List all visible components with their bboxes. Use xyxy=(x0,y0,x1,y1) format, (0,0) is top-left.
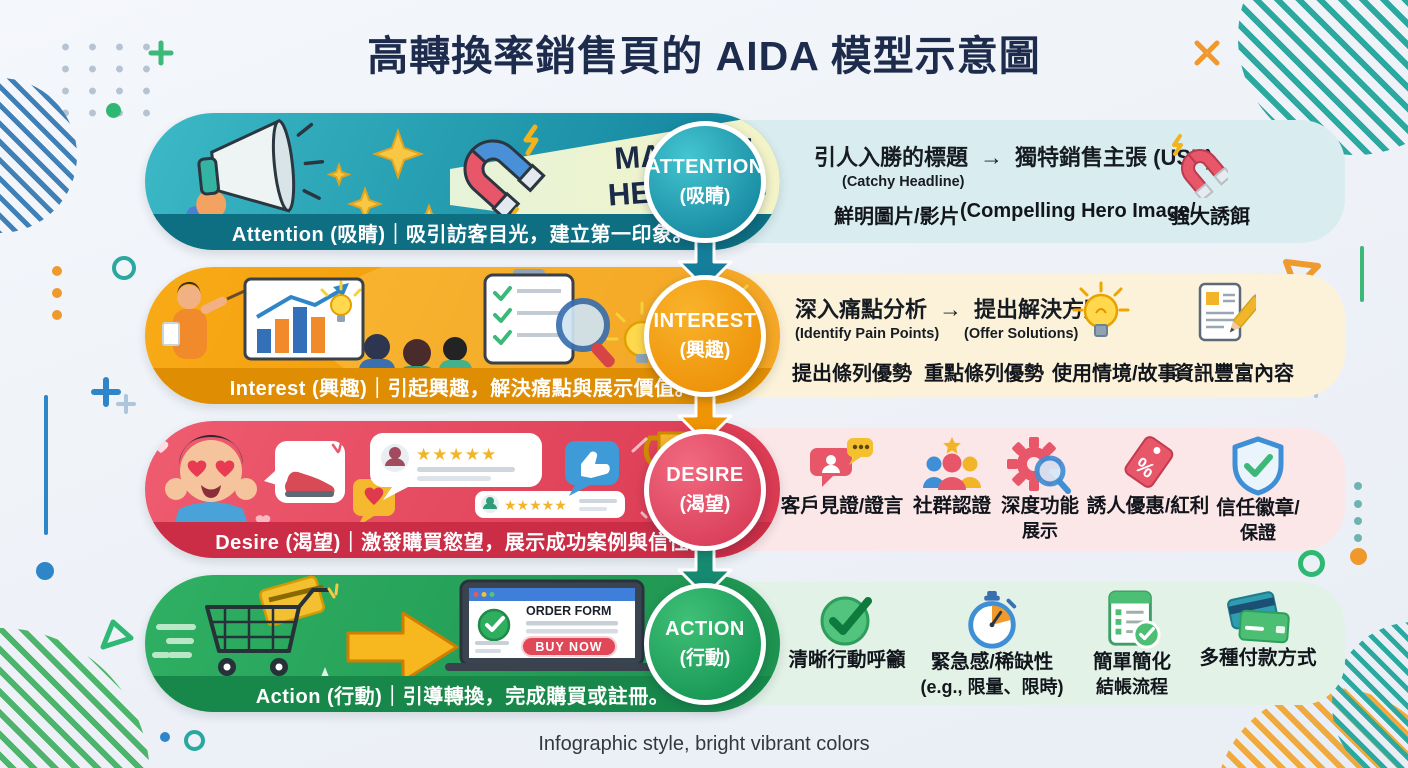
dot-decoration xyxy=(52,288,62,298)
footer-note: Infographic style, bright vibrant colors xyxy=(538,733,870,755)
action-col-payments: 多種付款方式 xyxy=(1194,590,1322,671)
checklist-magnifier xyxy=(483,269,615,368)
interest-stage-circle: INTEREST (興趣) xyxy=(644,275,766,397)
desire-col-trust-badges: 信任徽章/ 保證 xyxy=(1194,436,1322,545)
attention-stage-circle: ATTENTION (吸睛) xyxy=(644,121,766,243)
attention-item: (Compelling Hero Image/ xyxy=(960,200,1196,222)
magnet-icon xyxy=(1172,134,1228,198)
plus-icon xyxy=(116,394,136,414)
sparkle-icon xyxy=(1194,40,1220,66)
action-col-cta: 清晰行動呼籲 xyxy=(783,590,911,673)
dot-decoration xyxy=(1354,534,1362,542)
review-card: ★★★★★ xyxy=(475,491,625,518)
stage-name-en: INTEREST xyxy=(653,310,757,332)
action-col-urgency: 緊急感/稀缺性 (e.g., 限量、限時) xyxy=(921,590,1064,699)
dot-decoration xyxy=(160,732,170,742)
testimonial-bubbles-icon xyxy=(810,438,873,487)
svg-text:★★★★★: ★★★★★ xyxy=(504,497,567,513)
review-card: ★★★★★ xyxy=(370,433,542,500)
line-decoration xyxy=(44,395,48,535)
attention-item: 強大誘餌 xyxy=(1170,206,1250,228)
sparkle-lines xyxy=(631,437,648,519)
svg-text:★★★★★: ★★★★★ xyxy=(416,445,497,464)
interest-item: 資訊豐富內容 xyxy=(1174,363,1294,385)
desire-panel: 客戶見證/證言 社群認證 xyxy=(702,428,1345,551)
interest-sub-left: (Identify Pain Points) xyxy=(795,326,940,342)
dot-decoration xyxy=(52,266,62,276)
attention-headline: 引人入勝的標題→獨特銷售主張 (USP) xyxy=(814,144,1214,170)
attention-item: 鮮明圖片/影片 xyxy=(834,206,960,228)
desire-col-feature-demo: 深度功能 展示 xyxy=(976,436,1104,543)
gear-magnifier-icon xyxy=(1007,437,1071,494)
stage-name-zh: (吸睛) xyxy=(679,186,731,207)
percent-tag-icon: % xyxy=(1124,436,1174,488)
arrow-right-icon xyxy=(346,611,459,683)
people-group-icon xyxy=(923,437,981,490)
interest-headline: 深入痛點分析→提出解決方案 xyxy=(795,296,1107,322)
heart-eyes-man xyxy=(153,435,271,527)
attention-headline-sub: (Catchy Headline) xyxy=(842,174,965,190)
arrow-glyph: → xyxy=(980,144,1004,170)
interest-item: 提出條列優勢 xyxy=(792,363,912,385)
ring-decoration xyxy=(1298,550,1325,577)
action-col-checkout: 簡單簡化 結帳流程 xyxy=(1068,590,1196,699)
magnet-icon xyxy=(463,139,546,221)
arrow-glyph: → xyxy=(939,296,963,322)
desire-col-offers: % 誘人優惠/紅利 xyxy=(1084,436,1212,519)
product-bubble xyxy=(264,441,345,503)
lightning-bolt-icon xyxy=(523,124,539,156)
desire-band: ★★★★★ ★★★★★ xyxy=(145,421,780,558)
dot-decoration xyxy=(1354,517,1362,525)
laptop-order-form: ORDER FORM BUY NOW xyxy=(445,579,659,671)
page-title: 高轉換率銷售頁的 AIDA 模型示意圖 xyxy=(367,33,1041,79)
shield-check-icon xyxy=(1232,436,1284,496)
ring-decoration xyxy=(112,256,136,280)
stage-name-en: ACTION xyxy=(665,618,745,640)
desire-col-social-proof: 社群認證 xyxy=(888,436,1016,519)
interest-item: 重點條列優勢 xyxy=(924,363,1044,385)
action-illustration: ORDER FORM BUY NOW xyxy=(152,575,683,695)
desire-col-testimonials: 客戶見證/證言 xyxy=(778,436,906,519)
action-stage-circle: ACTION (行動) xyxy=(644,583,766,705)
ring-decoration xyxy=(184,730,205,751)
dot-decoration xyxy=(106,103,121,118)
stopwatch-icon xyxy=(968,590,1017,649)
interest-panel: 深入痛點分析→提出解決方案 (Identify Pain Points) (Of… xyxy=(702,274,1345,397)
whiteboard-chart xyxy=(243,277,365,361)
interest-sub-right: (Offer Solutions) xyxy=(964,326,1079,342)
lightbulb-icon xyxy=(1072,281,1130,337)
line-decoration xyxy=(1360,246,1364,302)
stage-name-en: ATTENTION xyxy=(646,156,764,178)
stage-name-zh: (興趣) xyxy=(679,340,731,361)
check-circle-icon xyxy=(820,596,872,646)
triangle-icon xyxy=(100,619,134,650)
speed-lines xyxy=(152,624,196,658)
stage-name-en: DESIRE xyxy=(666,464,744,486)
plus-icon xyxy=(91,377,121,407)
plus-icon xyxy=(148,40,174,66)
small-lightbulb-icon xyxy=(320,280,362,322)
credit-cards-icon xyxy=(1227,591,1290,644)
document-pencil-icon xyxy=(1198,282,1256,342)
dot-decoration xyxy=(1354,482,1362,490)
svg-text:ORDER FORM: ORDER FORM xyxy=(526,604,611,618)
action-panel: 清晰行動呼籲 緊急感/稀缺性 (e.g., 限量、限時) xyxy=(702,582,1345,705)
dot-decoration xyxy=(1354,500,1362,508)
stage-name-zh: (渴望) xyxy=(679,494,731,515)
stage-name-zh: (行動) xyxy=(679,648,731,669)
desire-stage-circle: DESIRE (渴望) xyxy=(644,429,766,551)
interest-item: 使用情境/故事 xyxy=(1052,363,1178,385)
attention-panel: 引人入勝的標題→獨特銷售主張 (USP) (Catchy Headline) 鮮… xyxy=(702,120,1345,243)
thumbs-up-bubble xyxy=(565,441,619,496)
dot-decoration xyxy=(36,562,54,580)
svg-text:BUY NOW: BUY NOW xyxy=(535,640,602,654)
checklist-check-icon xyxy=(1108,590,1161,649)
dot-decoration xyxy=(1350,548,1367,565)
dot-decoration xyxy=(52,310,62,320)
